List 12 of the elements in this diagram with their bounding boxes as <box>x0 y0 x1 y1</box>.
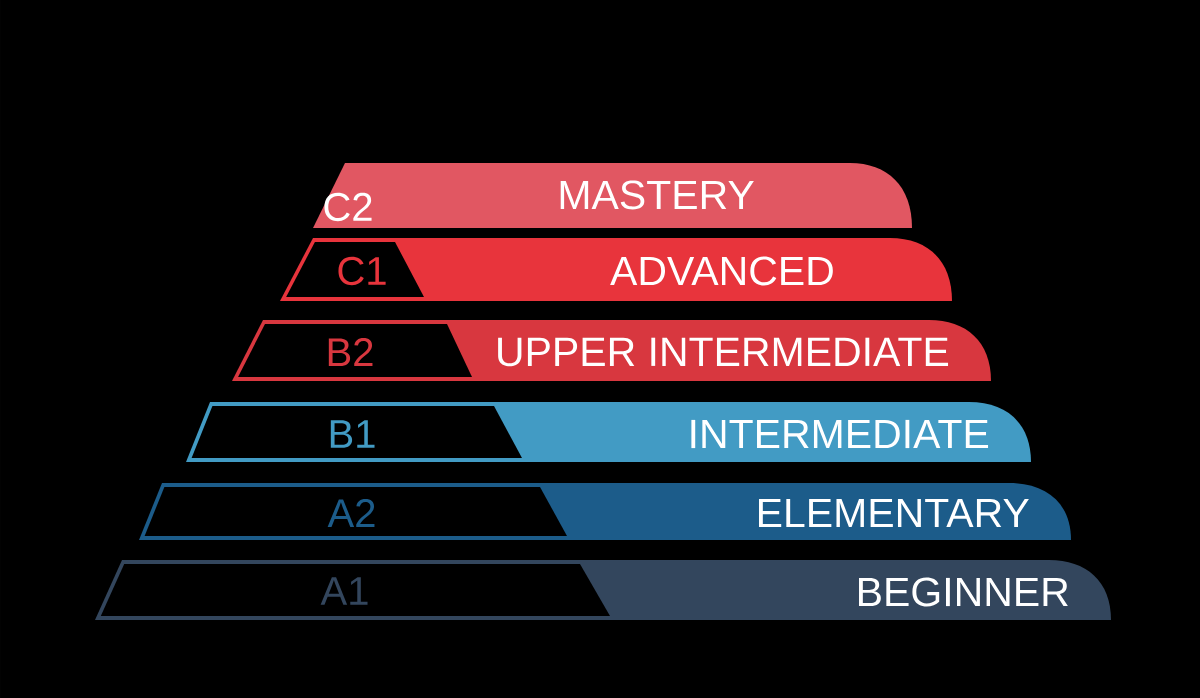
level-name: ELEMENTARY <box>759 498 1029 528</box>
level-code: A1 <box>320 577 368 605</box>
level-code: C1 <box>338 256 386 286</box>
level-name: ADVANCED <box>610 256 833 286</box>
level-code: B2 <box>328 338 373 366</box>
level-name: UPPER INTERMEDIATE <box>498 337 949 367</box>
level-name: MASTERY <box>560 180 754 210</box>
level-name: BEGINNER <box>859 577 1068 607</box>
level-code: A2 <box>327 499 375 527</box>
level-code: C2 <box>324 192 372 222</box>
level-name: INTERMEDIATE <box>691 419 989 449</box>
level-code: B1 <box>330 420 375 448</box>
